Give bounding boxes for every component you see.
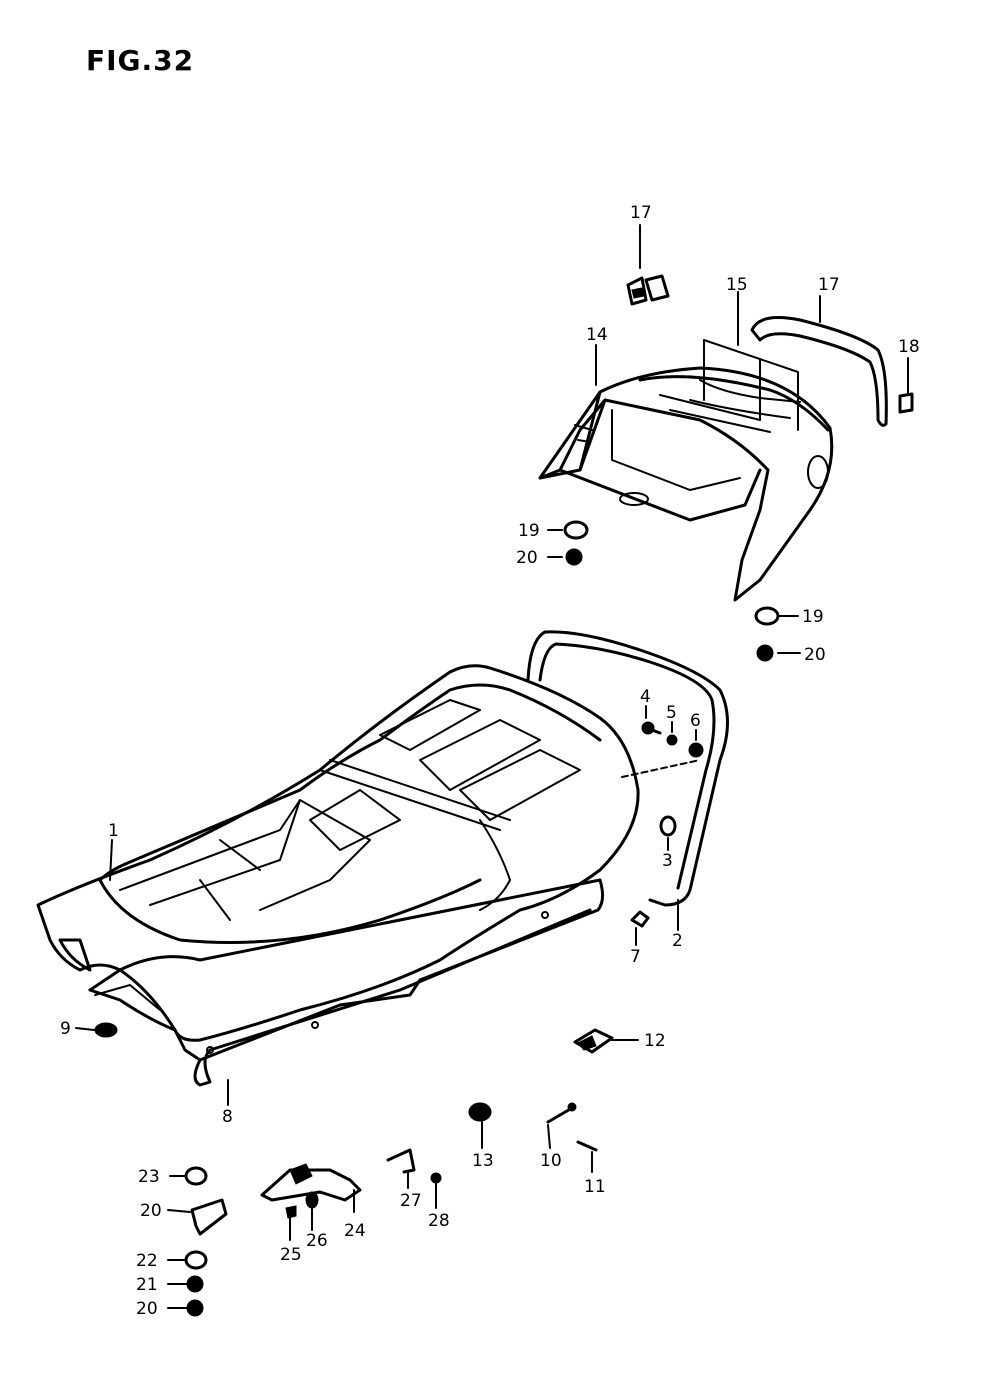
callout-11: 11: [584, 1177, 606, 1197]
callout-8: 8: [222, 1107, 233, 1127]
callout-2: 2: [672, 931, 683, 951]
stripe-callout-lines: [703, 339, 799, 431]
callout-13: 13: [472, 1151, 494, 1171]
callout-25: 23: [138, 1167, 160, 1187]
seat-base: [88, 878, 605, 1087]
seat-assembly: [36, 664, 640, 1042]
callout-21: 20: [140, 1201, 162, 1221]
callout-6: 6: [690, 711, 701, 731]
clip-part: [898, 392, 914, 414]
grab-bar-inner: [538, 642, 716, 890]
callout-12: 12: [644, 1031, 666, 1051]
callout-28: 26: [306, 1231, 328, 1251]
callout-17: 17: [818, 275, 840, 295]
callout-16: 17: [630, 203, 652, 223]
leader-lines: [75, 224, 909, 1309]
figure-title: FIG.32: [86, 44, 195, 77]
callout-20-lower: 20: [804, 645, 826, 665]
emblem-part: [626, 274, 670, 306]
callout-27: 25: [280, 1245, 302, 1265]
callout-23: 21: [136, 1275, 158, 1295]
callout-22: 20: [136, 1299, 158, 1319]
callout-19-upper: 19: [518, 521, 540, 541]
callout-15: 15: [726, 275, 748, 295]
callout-1: 1: [108, 821, 119, 841]
callout-labels: 17 14 15 17 18 19 20 19 20 1 4 5 6 3 2 7…: [60, 203, 920, 1319]
callout-7: 7: [630, 947, 641, 967]
grab-bar: [526, 630, 729, 907]
callout-18: 18: [898, 337, 920, 357]
callout-30: 28: [428, 1211, 450, 1231]
seat-tail-cowl: [538, 366, 834, 602]
trim-strip: [750, 316, 888, 427]
callout-24: 22: [136, 1251, 158, 1271]
callout-5: 5: [666, 703, 677, 723]
callout-3: 3: [662, 851, 673, 871]
callout-26: 24: [344, 1221, 366, 1241]
callout-9: 9: [60, 1019, 71, 1039]
callout-29: 27: [400, 1191, 422, 1211]
callout-10: 10: [540, 1151, 562, 1171]
callout-4: 4: [640, 687, 651, 707]
callout-14: 14: [586, 325, 608, 345]
hardware-parts: [94, 520, 780, 1317]
callout-19-lower: 19: [802, 607, 824, 627]
callout-20-upper: 20: [516, 548, 538, 568]
